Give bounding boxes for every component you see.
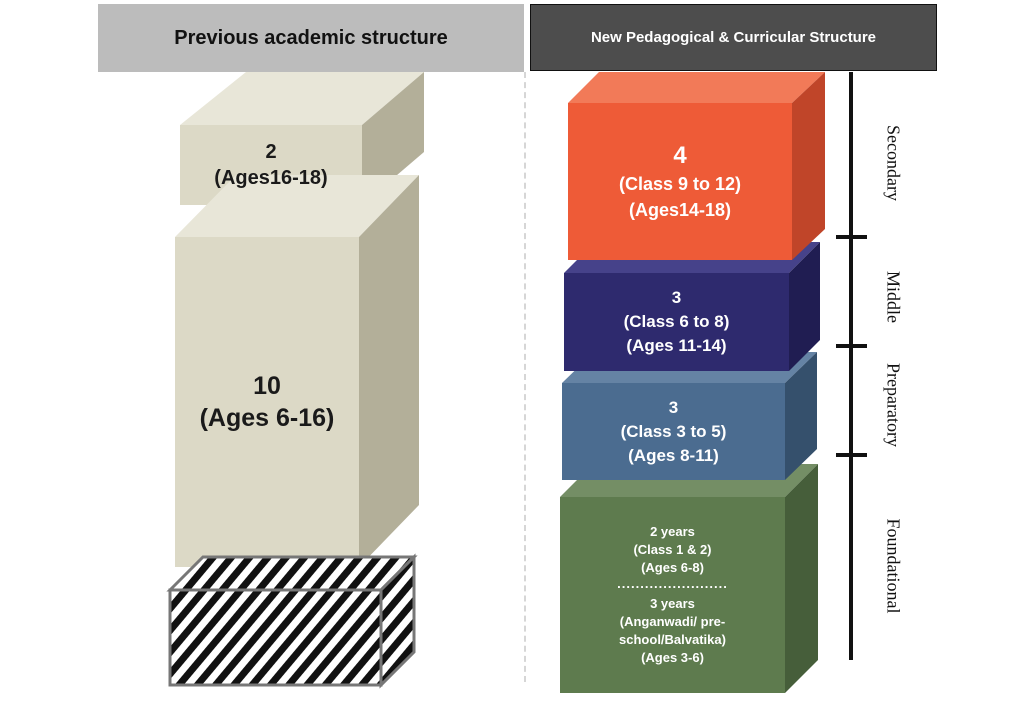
foundational-part2-years-text: 3 years <box>650 596 695 611</box>
prev-block-2-ages-text: (Ages16-18) <box>214 167 328 189</box>
preparatory-block-label: 3 (Class 3 to 5) (Ages 8-11) <box>562 383 785 480</box>
secondary-classes-text: (Class 9 to 12) <box>618 173 742 194</box>
new-block-secondary <box>568 72 825 260</box>
middle-ages-text: (Ages 11-14) <box>626 336 727 355</box>
middle-years-text: 3 <box>671 288 682 307</box>
stage-timeline <box>836 72 867 660</box>
foundational-part1-classes-text: (Class 1 & 2) <box>633 542 712 557</box>
prev-block-striped-base <box>166 553 418 689</box>
middle-block-label: 3 (Class 6 to 8) (Ages 11-14) <box>564 273 789 371</box>
foundational-separator: ........................ <box>617 576 728 591</box>
previous-structure-header: Previous academic structure <box>98 4 524 72</box>
prev-block-10-label: 10 (Ages 6-16) <box>175 237 359 567</box>
new-structure-header: New Pedagogical & Curricular Structure <box>530 4 937 71</box>
middle-classes-text: (Class 6 to 8) <box>623 312 730 331</box>
foundational-part1-years-text: 2 years <box>650 524 695 539</box>
foundational-part2-ages-text: (Ages 3-6) <box>641 650 704 665</box>
foundational-block-label: 2 years (Class 1 & 2) (Ages 6-8) .......… <box>560 497 785 693</box>
prev-block-10-years <box>175 175 419 567</box>
secondary-block-label: 4 (Class 9 to 12) (Ages14-18) <box>568 103 792 260</box>
column-divider <box>524 72 526 682</box>
stage-label-foundational: Foundational <box>883 518 904 614</box>
stage-label-secondary: Secondary <box>883 125 904 201</box>
prev-block-2-years-text: 2 <box>265 141 277 163</box>
preparatory-years-text: 3 <box>668 397 679 417</box>
secondary-years-text: 4 <box>673 141 687 169</box>
foundational-part1-ages-text: (Ages 6-8) <box>641 560 704 575</box>
foundational-part2-line1-text: (Anganwadi/ pre- <box>619 614 726 629</box>
prev-block-10-years-text: 10 <box>253 372 281 400</box>
new-structure-header-text: New Pedagogical & Curricular Structure <box>590 29 877 46</box>
secondary-ages-text: (Ages14-18) <box>628 199 732 220</box>
stage-label-middle: Middle <box>883 271 904 323</box>
previous-structure-header-text: Previous academic structure <box>174 26 448 49</box>
preparatory-classes-text: (Class 3 to 5) <box>620 421 727 441</box>
stage-label-preparatory: Preparatory <box>883 363 904 447</box>
prev-block-10-ages-text: (Ages 6-16) <box>199 404 335 432</box>
foundational-part2-line2-text: school/Balvatika) <box>619 632 726 647</box>
prev-block-2-label: 2 (Ages16-18) <box>180 125 362 205</box>
preparatory-ages-text: (Ages 8-11) <box>628 445 719 465</box>
